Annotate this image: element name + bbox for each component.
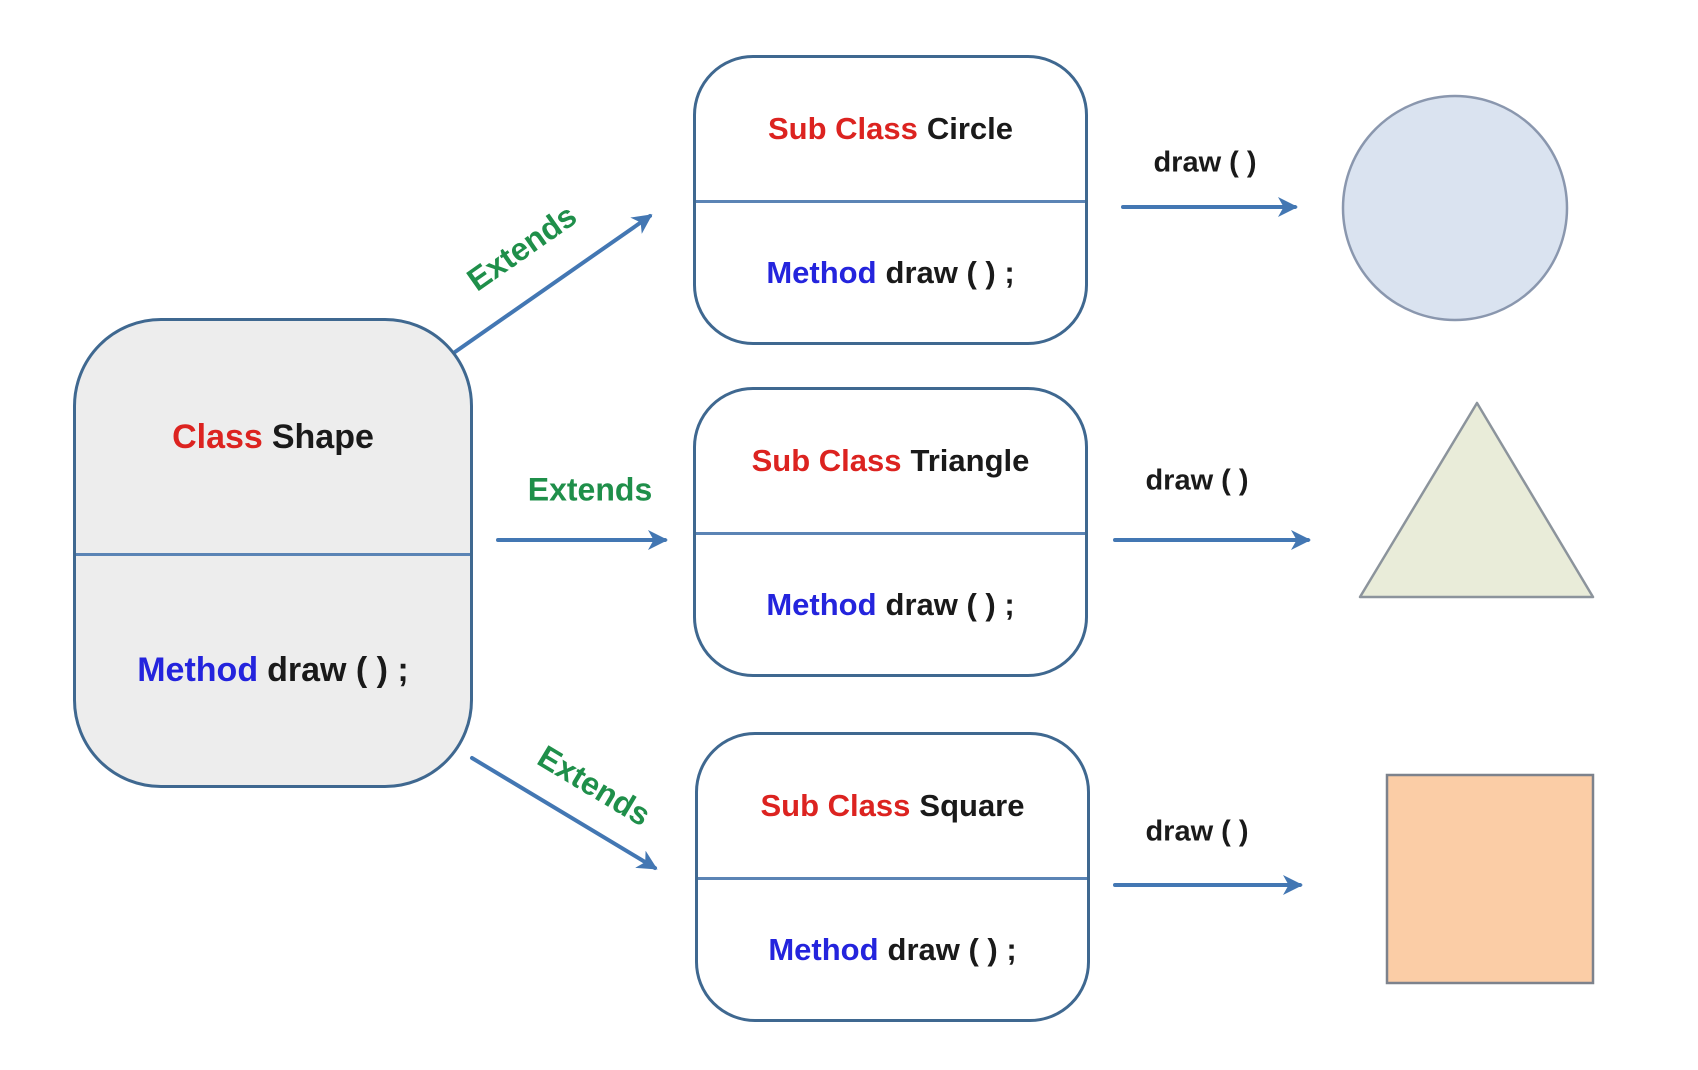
subclass-triangle-title: Sub Class Triangle bbox=[696, 390, 1085, 532]
subclass-name: Circle bbox=[926, 111, 1014, 146]
class-name: Shape bbox=[271, 417, 374, 456]
draw-call-label-circle: draw ( ) bbox=[1153, 146, 1257, 179]
subclass-keyword: Sub Class bbox=[751, 443, 902, 478]
method-keyword: Method bbox=[137, 651, 259, 689]
triangle-shape bbox=[1358, 401, 1595, 599]
subclass-square-method: Method draw ( ) ; bbox=[698, 877, 1087, 1019]
subclass-keyword: Sub Class bbox=[767, 111, 918, 146]
draw-call-label-square: draw ( ) bbox=[1145, 815, 1249, 848]
square-shape bbox=[1385, 773, 1595, 985]
method-keyword: Method bbox=[766, 586, 877, 622]
subclass-circle-box: Sub Class Circle Method draw ( ) ; bbox=[693, 55, 1088, 345]
class-shape-box: Class Shape Method draw ( ) ; bbox=[73, 318, 473, 788]
extends-arrow-circle bbox=[453, 214, 653, 354]
subclass-triangle-box: Sub Class Triangle Method draw ( ) ; bbox=[693, 387, 1088, 677]
subclass-name: Triangle bbox=[910, 443, 1030, 478]
method-code: draw ( ) ; bbox=[885, 254, 1015, 290]
method-code: draw ( ) ; bbox=[885, 586, 1015, 622]
subclass-triangle-method: Method draw ( ) ; bbox=[696, 532, 1085, 674]
extends-label-triangle: Extends bbox=[527, 471, 653, 508]
circle-shape bbox=[1341, 94, 1569, 322]
class-shape-method: Method draw ( ) ; bbox=[76, 553, 470, 785]
subclass-square-box: Sub Class Square Method draw ( ) ; bbox=[695, 732, 1090, 1022]
subclass-square-title: Sub Class Square bbox=[698, 735, 1087, 877]
draw-call-label-triangle: draw ( ) bbox=[1145, 464, 1249, 497]
subclass-name: Square bbox=[919, 788, 1025, 823]
method-keyword: Method bbox=[766, 254, 877, 290]
subclass-circle-title: Sub Class Circle bbox=[696, 58, 1085, 200]
method-keyword: Method bbox=[768, 931, 879, 967]
method-code: draw ( ) ; bbox=[267, 651, 409, 689]
method-code: draw ( ) ; bbox=[887, 931, 1017, 967]
class-shape-title: Class Shape bbox=[76, 321, 470, 553]
extends-arrow-square bbox=[470, 756, 658, 870]
subclass-circle-method: Method draw ( ) ; bbox=[696, 200, 1085, 342]
class-keyword: Class bbox=[172, 417, 263, 456]
subclass-keyword: Sub Class bbox=[760, 788, 911, 823]
